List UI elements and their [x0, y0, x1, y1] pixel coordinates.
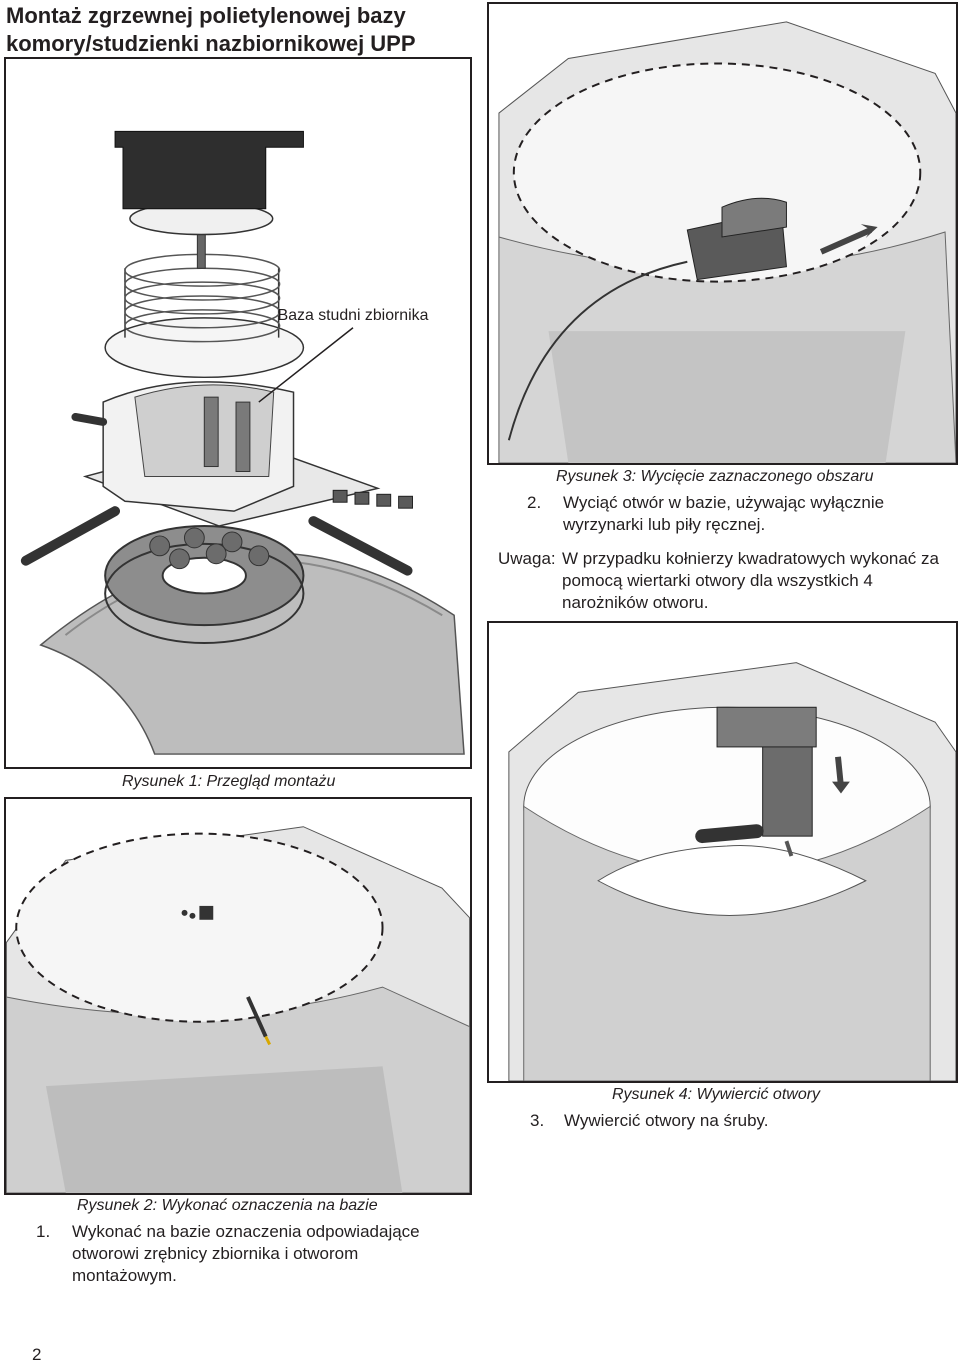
figure-1-assembly-overview: Baza studni zbiornika — [4, 57, 472, 769]
figure-4-drilling — [487, 621, 958, 1083]
step-1-text: Wykonać na bazie oznaczenia odpowiadając… — [72, 1222, 420, 1285]
note: Uwaga: W przypadku kołnierzy kwadratowyc… — [498, 548, 953, 614]
page-number: 2 — [32, 1345, 42, 1364]
figure-2-caption: Rysunek 2: Wykonać oznaczenia na bazie — [77, 1197, 378, 1214]
figure-3-caption: Rysunek 3: Wycięcie zaznaczonego obszaru — [556, 468, 874, 485]
marking-illustration — [6, 826, 470, 1193]
step-2-text: Wyciąć otwór w bazie, używając wyłącznie… — [563, 493, 885, 534]
figure-3-cutting — [487, 2, 958, 465]
step-3-text: Wywiercić otwory na śruby. — [564, 1111, 769, 1130]
step-1: 1. Wykonać na bazie oznaczenia odpowiada… — [36, 1221, 466, 1287]
note-prefix: Uwaga: — [498, 549, 556, 568]
drilling-illustration — [508, 662, 956, 1081]
riser-base-label: Baza studni zbiornika — [278, 307, 429, 324]
figure-4-caption: Rysunek 4: Wywiercić otwory — [612, 1086, 821, 1103]
page-title: Montaż zgrzewnej polietylenowej bazy kom… — [6, 3, 416, 56]
cutting-illustration — [498, 21, 956, 463]
step-2-number: 2. — [527, 493, 542, 512]
step-1-number: 1. — [36, 1222, 51, 1241]
step-2: 2. Wyciąć otwór w bazie, używając wyłącz… — [527, 492, 947, 536]
note-text: W przypadku kołnierzy kwadratowych wykon… — [562, 549, 939, 612]
step-3: 3. Wywiercić otwory na śruby. — [530, 1110, 950, 1132]
figure-1-caption: Rysunek 1: Przegląd montażu — [122, 773, 336, 790]
figure-2-marking-base — [4, 797, 472, 1195]
step-3-number: 3. — [530, 1111, 545, 1130]
assembly-illustration: Baza studni zbiornika — [20, 130, 465, 755]
